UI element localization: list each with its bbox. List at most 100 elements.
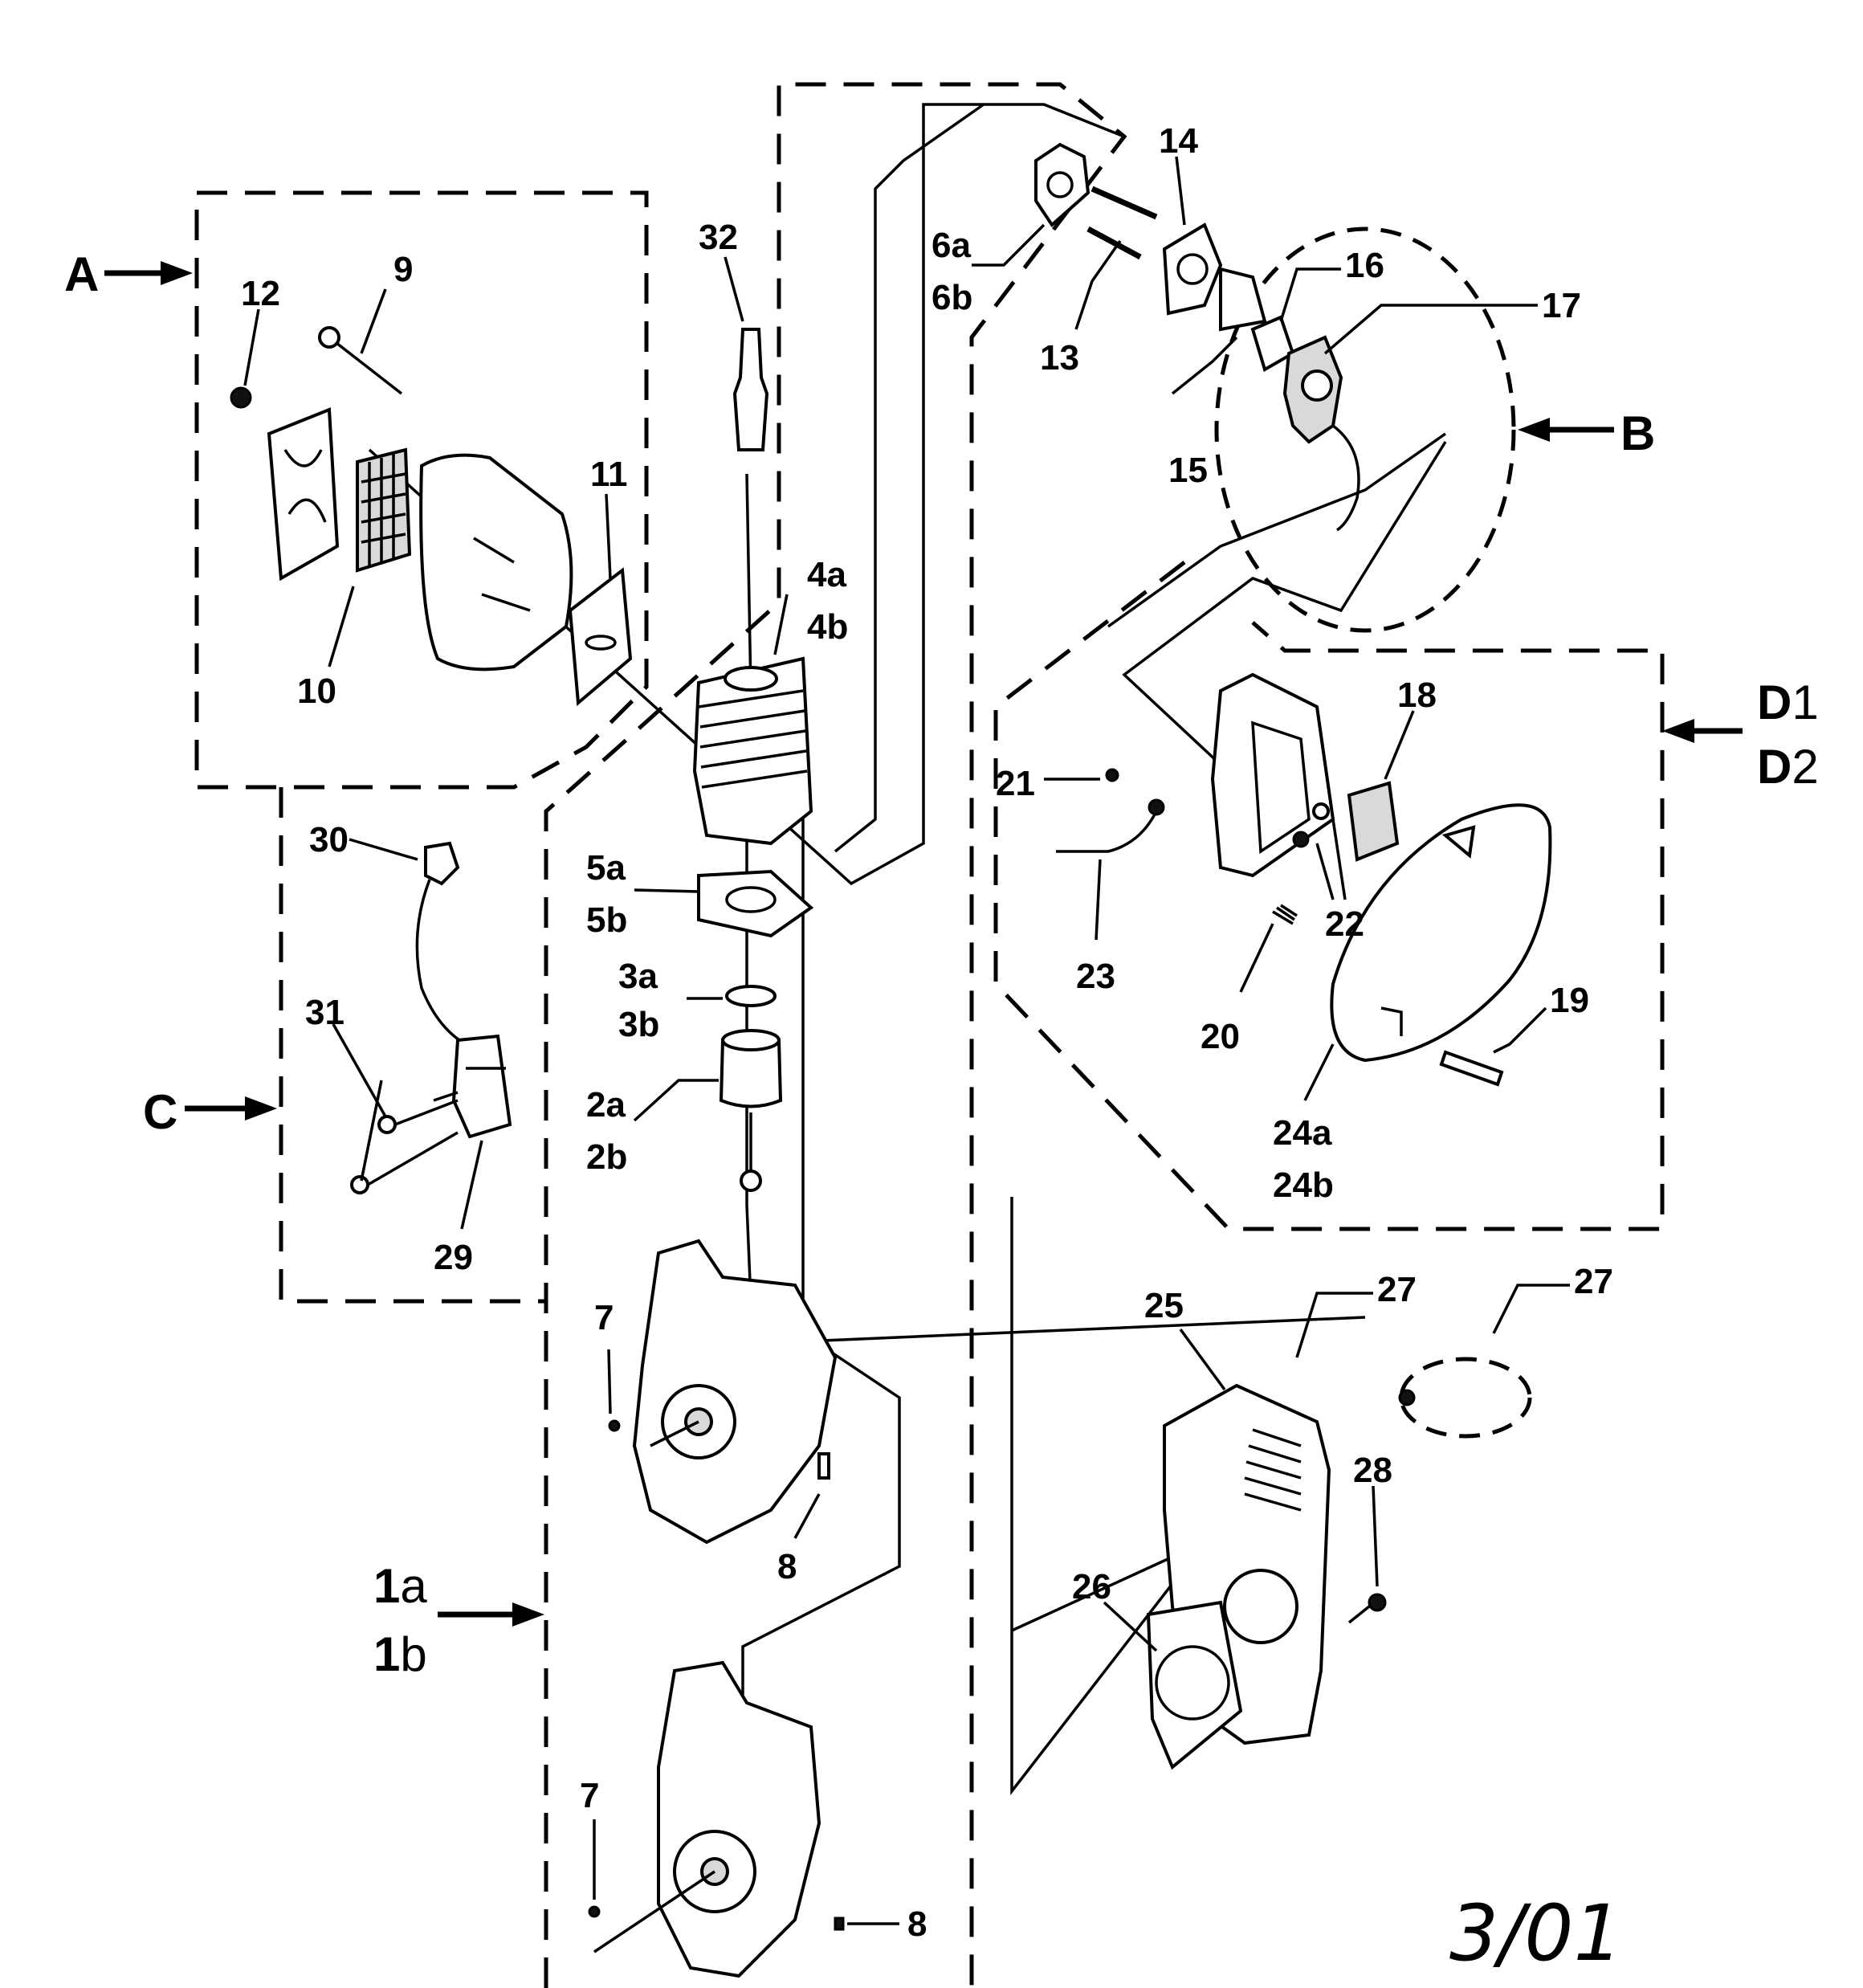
section-b-label: B <box>1620 406 1655 460</box>
cylinder-fins <box>698 689 808 789</box>
ignition-coil-29 <box>451 1034 512 1139</box>
cylinder-gasket-hole <box>725 886 777 913</box>
leader-29 <box>460 1140 483 1230</box>
crankshaft-upper <box>650 1420 699 1447</box>
housing-hub <box>1223 1569 1298 1644</box>
air-filter-base-inner <box>1251 720 1311 855</box>
label-3b: 3b <box>618 1005 659 1044</box>
leader-27-right <box>1492 1284 1570 1334</box>
coil-screw-line-top <box>394 1099 459 1126</box>
leader-31 <box>332 1023 387 1182</box>
label-5a: 5a <box>586 848 626 888</box>
cover-knob-19 <box>1439 1050 1504 1087</box>
leader-17 <box>1323 304 1538 355</box>
label-2a: 2a <box>586 1085 626 1125</box>
leader-23 <box>1095 859 1102 941</box>
cover-knob <box>1441 825 1476 859</box>
muffler-detail <box>473 537 531 612</box>
leader-22 <box>1315 818 1347 900</box>
label-30: 30 <box>309 820 349 859</box>
intake-gasket-hole <box>1046 171 1074 198</box>
leader-28 <box>1372 1485 1379 1587</box>
assembly-line-engine <box>1107 432 1447 628</box>
section-c-arrowhead <box>245 1096 277 1121</box>
screw-8-top <box>817 1452 830 1480</box>
coil-screw-line-bottom <box>367 1131 459 1186</box>
spark-arrestor-screen <box>356 447 412 573</box>
piston-ring-3 <box>725 985 777 1007</box>
label-17: 17 <box>1542 286 1581 325</box>
starter-rope-27 <box>1399 1357 1532 1439</box>
leader-11 <box>605 493 612 579</box>
section-1-label-b: 1b <box>373 1627 427 1681</box>
section-d-arrowhead <box>1662 719 1694 743</box>
leader-19 <box>1493 1006 1547 1054</box>
leader-7-top <box>607 1349 612 1414</box>
label-3a: 3a <box>618 957 658 996</box>
leader-32 <box>724 256 744 322</box>
section-a-arrowhead <box>161 261 193 285</box>
label-31: 31 <box>305 993 344 1032</box>
label-4a: 4a <box>807 555 846 594</box>
label-27-right: 27 <box>1574 1262 1613 1301</box>
leader-16 <box>1279 267 1341 322</box>
label-8-bottom: 8 <box>907 1904 927 1944</box>
assembly-line-crankcase <box>741 1332 901 1695</box>
screw-28 <box>1368 1593 1387 1612</box>
piston-2 <box>719 1039 783 1108</box>
section-1-arrowhead <box>512 1602 544 1627</box>
label-22: 22 <box>1325 904 1364 944</box>
label-19: 19 <box>1550 981 1589 1020</box>
cover-gasket-hole <box>1155 1645 1230 1721</box>
label-29: 29 <box>434 1238 473 1277</box>
pin-7-bottom <box>588 1905 601 1918</box>
coil-screw-31-top <box>377 1115 397 1134</box>
nut-22-b <box>1312 802 1330 820</box>
cover-gasket-26 <box>1146 1600 1243 1770</box>
crankshaft-lower <box>593 1870 715 1953</box>
label-9: 9 <box>393 250 413 289</box>
label-23: 23 <box>1076 957 1115 996</box>
choke-wire-end <box>1148 798 1165 816</box>
label-27-left: 27 <box>1377 1270 1417 1309</box>
label-6a: 6a <box>932 226 971 265</box>
section-b-boundary <box>1214 227 1516 633</box>
label-2b: 2b <box>586 1137 627 1177</box>
leader-18 <box>1384 710 1415 780</box>
muffler-bolt-9 <box>328 336 403 395</box>
label-8-top: 8 <box>777 1547 797 1586</box>
label-5b: 5b <box>586 900 627 940</box>
label-24a: 24a <box>1273 1113 1332 1153</box>
carb-primer <box>1301 369 1333 402</box>
choke-wire-23 <box>1056 810 1158 853</box>
assembly-line-carb <box>834 103 985 853</box>
section-b-arrowhead <box>1518 418 1550 442</box>
spark-plug-boot-30 <box>424 841 460 886</box>
muffler-gasket-hole <box>585 635 617 651</box>
cover-slot <box>1380 1006 1403 1036</box>
coil-screw-31-bottom <box>350 1175 369 1194</box>
air-filter-cover-24 <box>1330 803 1552 1063</box>
label-32: 32 <box>699 218 738 257</box>
section-d-label-1: D1 <box>1757 676 1819 729</box>
leader-14 <box>1175 156 1186 226</box>
cylinder-4 <box>692 656 813 846</box>
revision-date: 3/01 <box>1449 1888 1623 1978</box>
leader-20 <box>1239 923 1274 993</box>
label-24b: 24b <box>1273 1165 1334 1205</box>
leader-9 <box>360 288 387 354</box>
crankcase-lower <box>657 1660 821 1978</box>
label-28: 28 <box>1353 1451 1392 1490</box>
piston-top <box>721 1029 781 1051</box>
label-4b: 4b <box>807 607 848 647</box>
leader-13 <box>1074 239 1122 330</box>
adapter-bore <box>1176 253 1209 285</box>
screw-28-shank <box>1347 1605 1371 1624</box>
ignition-coil-detail <box>433 1067 506 1102</box>
crankcase-upper <box>632 1239 838 1545</box>
nut-22-a <box>1292 831 1310 848</box>
leader-24 <box>1303 1043 1335 1101</box>
section-c-label: C <box>143 1085 177 1139</box>
spring-20 <box>1272 904 1298 925</box>
carb-adapter-14 <box>1162 222 1223 316</box>
